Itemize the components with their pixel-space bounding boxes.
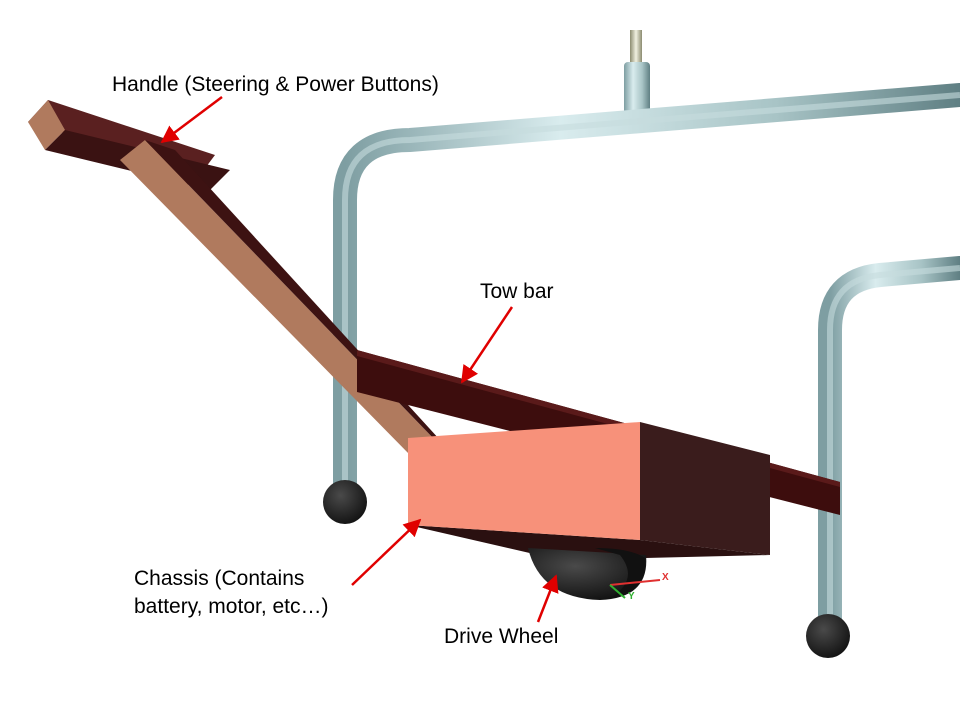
chassis-label: Chassis (Contains battery, motor, etc…) [134,567,329,618]
axis-x-label: X [662,572,669,583]
tow-bar-arrow [460,306,514,384]
drive-wheel-arrow [536,574,559,623]
frame-stem [630,30,642,70]
callout-arrows [160,96,559,623]
frame-lower-rail [818,256,960,642]
chassis [408,422,770,560]
axis-y-label: Y [628,591,635,602]
y-axis-line [609,584,626,599]
cart-frame [333,30,960,642]
handle-label: Handle (Steering & Power Buttons) [112,73,439,96]
chassis-arrow [351,518,422,586]
drive-wheel-label: Drive Wheel [444,625,559,648]
frame-stem-collar [624,62,650,120]
caster-wheel-left [323,480,367,524]
chassis-side [640,422,770,555]
axis-triad [609,579,661,599]
tow-bar-label: Tow bar [480,280,554,303]
handle-crossbar-end [28,100,65,150]
steering-column-face [120,140,435,455]
caster-wheel-right [806,614,850,658]
chassis-front [408,422,640,540]
chassis-bottom [408,525,770,560]
handle-arrow [160,96,223,144]
x-axis-line [609,579,661,586]
